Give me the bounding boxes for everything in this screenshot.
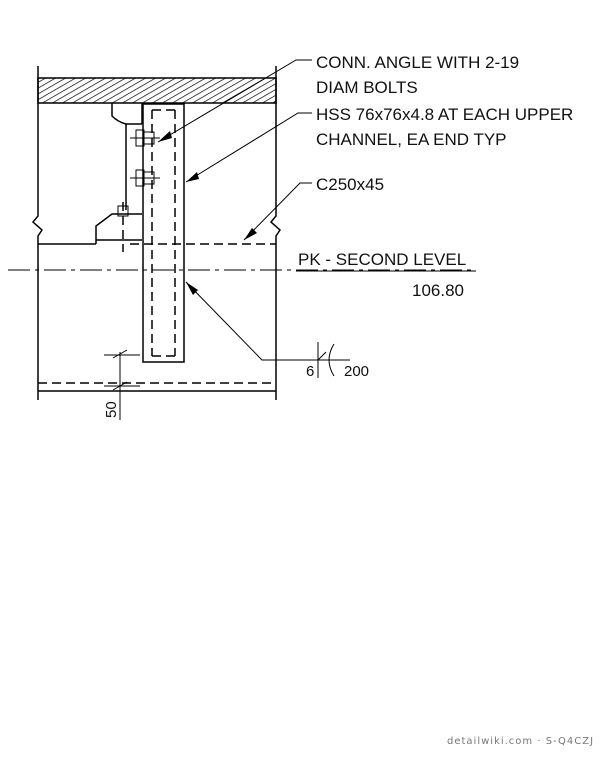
leader-weld — [185, 281, 350, 361]
lower-clip-angle — [95, 202, 142, 252]
bolt-lower — [130, 169, 160, 187]
label-conn-angle-1: CONN. ANGLE WITH 2-19 — [316, 53, 519, 72]
bolt-upper — [130, 129, 160, 147]
weld-symbol — [317, 342, 335, 378]
leader-channel — [243, 182, 312, 241]
label-conn-angle-2: DIAM BOLTS — [316, 78, 418, 97]
upper-channel — [31, 66, 281, 245]
label-hss-2: CHANNEL, EA END TYP — [316, 130, 507, 149]
label-channel: C250x45 — [316, 175, 384, 194]
leader-conn-angle — [157, 59, 312, 143]
leader-hss — [185, 112, 312, 183]
deck-slab — [37, 77, 277, 104]
offset-value: 50 — [103, 401, 120, 418]
connection-angle — [111, 103, 143, 210]
weld-length: 200 — [344, 363, 369, 380]
watermark: detailwiki.com · S-Q4CZJ — [447, 736, 594, 747]
offset-dimension — [104, 349, 140, 420]
hss-post — [142, 103, 185, 363]
label-hss-1: HSS 76x76x4.8 AT EACH UPPER — [316, 105, 573, 124]
weld-size: 6 — [306, 363, 314, 380]
lower-beam — [37, 244, 277, 400]
level-name: PK - SECOND LEVEL — [298, 250, 466, 269]
level-elevation: 106.80 — [412, 281, 464, 300]
